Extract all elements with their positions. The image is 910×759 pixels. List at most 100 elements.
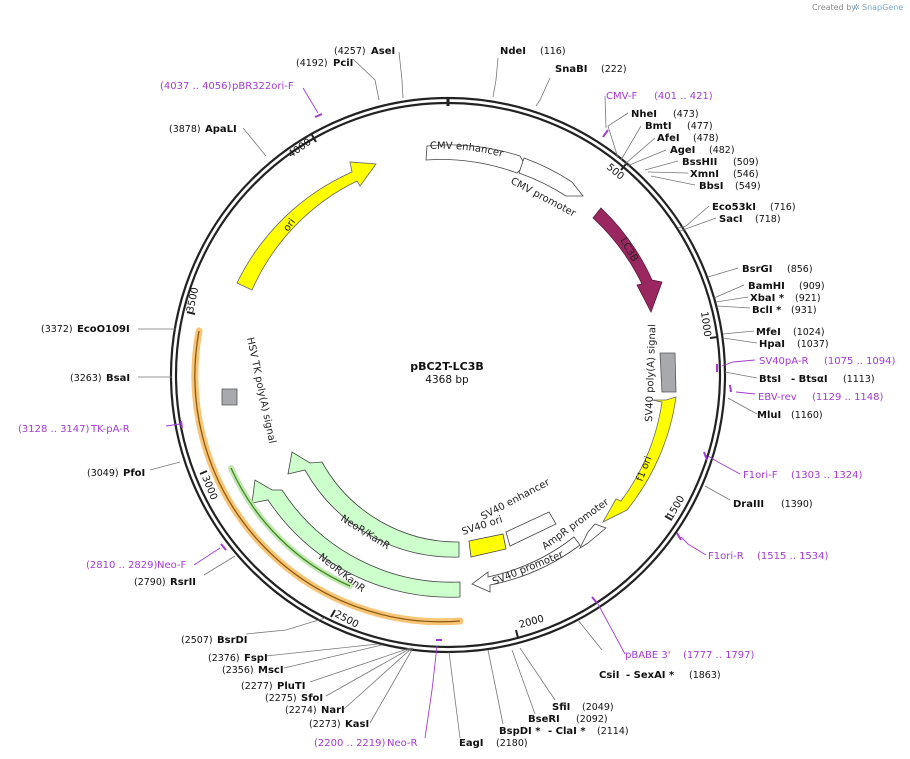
- primer-sv40pa-r[interactable]: SV40pA-R(1075 .. 1094): [759, 356, 896, 367]
- site-pluti[interactable]: (2277)PluTI: [241, 681, 305, 692]
- svg-text:BspDI *: BspDI *: [499, 726, 541, 737]
- feature-ori[interactable]: [236, 161, 377, 291]
- feature-sv40-promoter[interactable]: [471, 536, 581, 593]
- snapgene-logo-icon: ✲: [853, 3, 860, 12]
- svg-text:F1ori-F: F1ori-F: [743, 470, 778, 481]
- svg-text:(3263): (3263): [70, 373, 102, 384]
- tick-marks: 500 1000 1500 2000 2500 3000 3500 4000: [185, 134, 719, 639]
- site-labels: NdeI(116) SnaBI(222) NheI(473) BmtI(477)…: [41, 46, 875, 749]
- site-eco0109i[interactable]: (3372)EcoO109I: [41, 324, 130, 335]
- svg-text:(921): (921): [795, 293, 821, 304]
- site-bsrgi[interactable]: BsrGI(856): [742, 264, 813, 275]
- feature-label-sv40-promoter: SV40 promoter: [491, 549, 566, 588]
- svg-text:(1777 .. 1797): (1777 .. 1797): [683, 650, 755, 661]
- feature-ampr-promoter[interactable]: [579, 523, 607, 550]
- site-bcli[interactable]: BclI *(931): [752, 305, 817, 316]
- feature-neor-kanr-inner[interactable]: [287, 451, 460, 558]
- feature-f1ori[interactable]: [602, 396, 677, 523]
- primer-neo-r[interactable]: (2200 .. 2219)Neo-R: [314, 738, 418, 749]
- svg-text:(3128 .. 3147): (3128 .. 3147): [18, 424, 90, 435]
- site-fspi[interactable]: (2376)FspI: [208, 653, 268, 664]
- site-mfei[interactable]: MfeI(1024): [756, 327, 825, 338]
- site-bamhi[interactable]: BamHI(909): [748, 281, 825, 292]
- site-apali[interactable]: (3878)ApaLI: [169, 124, 237, 135]
- primer-pbr322ori-f[interactable]: (4037 .. 4056)pBR322ori-F: [160, 81, 294, 92]
- primer-f1ori-f[interactable]: F1ori-F(1303 .. 1324): [743, 470, 863, 481]
- svg-text:PfoI: PfoI: [123, 468, 145, 479]
- site-asei[interactable]: (4257)AseI: [334, 46, 395, 57]
- site-sfii[interactable]: SfiI(2049): [552, 702, 614, 713]
- feature-sv40-ori[interactable]: [468, 533, 507, 558]
- site-pfoi[interactable]: (3049)PfoI: [87, 468, 145, 479]
- site-saci[interactable]: SacI(718): [719, 214, 781, 225]
- svg-text:AseI: AseI: [371, 46, 395, 57]
- primer-f1ori-r[interactable]: F1ori-R(1515 .. 1534): [708, 551, 829, 562]
- svg-text:(3878): (3878): [169, 124, 201, 135]
- svg-text:BseRI: BseRI: [528, 714, 560, 725]
- site-bsshii[interactable]: BssHII(509): [682, 157, 759, 168]
- svg-text:BclI *: BclI *: [752, 305, 782, 316]
- site-afei[interactable]: AfeI(478): [657, 133, 719, 144]
- feature-sv40-enhancer[interactable]: [505, 511, 557, 547]
- site-bbsi[interactable]: BbsI(549): [699, 181, 761, 192]
- site-hpai[interactable]: HpaI(1037): [759, 339, 829, 350]
- svg-text:(116): (116): [540, 46, 566, 57]
- svg-text:CMV-F: CMV-F: [606, 91, 637, 102]
- site-csii[interactable]: CsiI- SexAI *(1863): [599, 670, 721, 681]
- tick-label-1000: 1000: [698, 311, 712, 338]
- backbone: [169, 96, 727, 654]
- site-nhei[interactable]: NheI(473): [631, 109, 699, 120]
- site-nari[interactable]: (2274)NarI: [285, 705, 345, 716]
- site-ndei[interactable]: NdeI(116): [500, 46, 566, 57]
- primer-pbabe3[interactable]: pBABE 3'(1777 .. 1797): [625, 650, 755, 661]
- svg-text:BssHII: BssHII: [682, 157, 717, 168]
- primer-ebv-rev[interactable]: EBV-rev(1129 .. 1148): [758, 392, 884, 403]
- feature-hsv-tk-polya[interactable]: [221, 388, 238, 406]
- site-bsrdi[interactable]: (2507)BsrDI: [181, 635, 248, 646]
- site-mlui[interactable]: MluI(1160): [757, 410, 823, 421]
- svg-text:pBR322ori-F: pBR322ori-F: [232, 81, 294, 92]
- svg-text:(4192): (4192): [296, 58, 328, 69]
- svg-text:NarI: NarI: [321, 705, 345, 716]
- svg-text:SfoI: SfoI: [301, 693, 323, 704]
- primer-tk-pa-r[interactable]: (3128 .. 3147)TK-pA-R: [18, 424, 130, 435]
- site-bspdi[interactable]: BspDI *- ClaI *(2114): [499, 726, 629, 737]
- site-bsai[interactable]: (3263)BsaI: [70, 373, 130, 384]
- site-snabi[interactable]: SnaBI(222): [555, 64, 627, 75]
- svg-text:(1075 .. 1094): (1075 .. 1094): [824, 356, 896, 367]
- svg-text:(2049): (2049): [582, 702, 614, 713]
- feature-cmv-promoter[interactable]: [518, 157, 584, 197]
- feature-lc3b[interactable]: [592, 207, 663, 313]
- feature-neor-kanr-outer[interactable]: [251, 479, 461, 598]
- svg-text:SacI: SacI: [719, 214, 743, 225]
- svg-text:Neo-R: Neo-R: [387, 738, 418, 749]
- site-eagi[interactable]: EagI(2180): [459, 738, 528, 749]
- site-xmni[interactable]: XmnI(546): [690, 169, 759, 180]
- site-btsi[interactable]: BtsI- BtsαI(1113): [759, 374, 875, 385]
- site-rsrii[interactable]: (2790)RsrII: [134, 577, 196, 588]
- site-sfoi[interactable]: (2275)SfoI: [265, 693, 323, 704]
- site-xbai[interactable]: XbaI * (921): [750, 293, 821, 304]
- orf-line-outer: [194, 330, 461, 623]
- svg-text:(4037 .. 4056): (4037 .. 4056): [160, 81, 232, 92]
- primer-neo-f[interactable]: (2810 .. 2829)Neo-F: [86, 560, 187, 571]
- site-eco53ki[interactable]: Eco53kI(716): [712, 202, 796, 213]
- site-msci[interactable]: (2356)MscI: [222, 665, 284, 676]
- feature-sv40-polya[interactable]: [659, 352, 677, 393]
- svg-text:CsiI: CsiI: [599, 670, 619, 681]
- site-bmti[interactable]: BmtI(477): [645, 121, 713, 132]
- site-kasi[interactable]: (2273)KasI: [309, 719, 369, 730]
- tick-label-2000: 2000: [518, 614, 545, 631]
- orf-line-inner: [230, 467, 351, 587]
- site-pcii[interactable]: (4192)PciI: [296, 58, 353, 69]
- snapgene-credit[interactable]: Created by ✲ SnapGene: [812, 3, 903, 12]
- svg-text:F1ori-R: F1ori-R: [708, 551, 744, 562]
- svg-text:- SexAI *: - SexAI *: [626, 670, 675, 681]
- primer-cmv-f[interactable]: CMV-F(401 .. 421): [606, 91, 713, 102]
- site-draiii[interactable]: DraIII(1390): [733, 499, 813, 510]
- site-bseri[interactable]: BseRI(2092): [528, 714, 608, 725]
- svg-text:XbaI *: XbaI *: [750, 293, 785, 304]
- svg-text:(2114): (2114): [597, 726, 629, 737]
- tick-label-3500: 3500: [185, 286, 201, 313]
- site-agei[interactable]: AgeI(482): [670, 145, 735, 156]
